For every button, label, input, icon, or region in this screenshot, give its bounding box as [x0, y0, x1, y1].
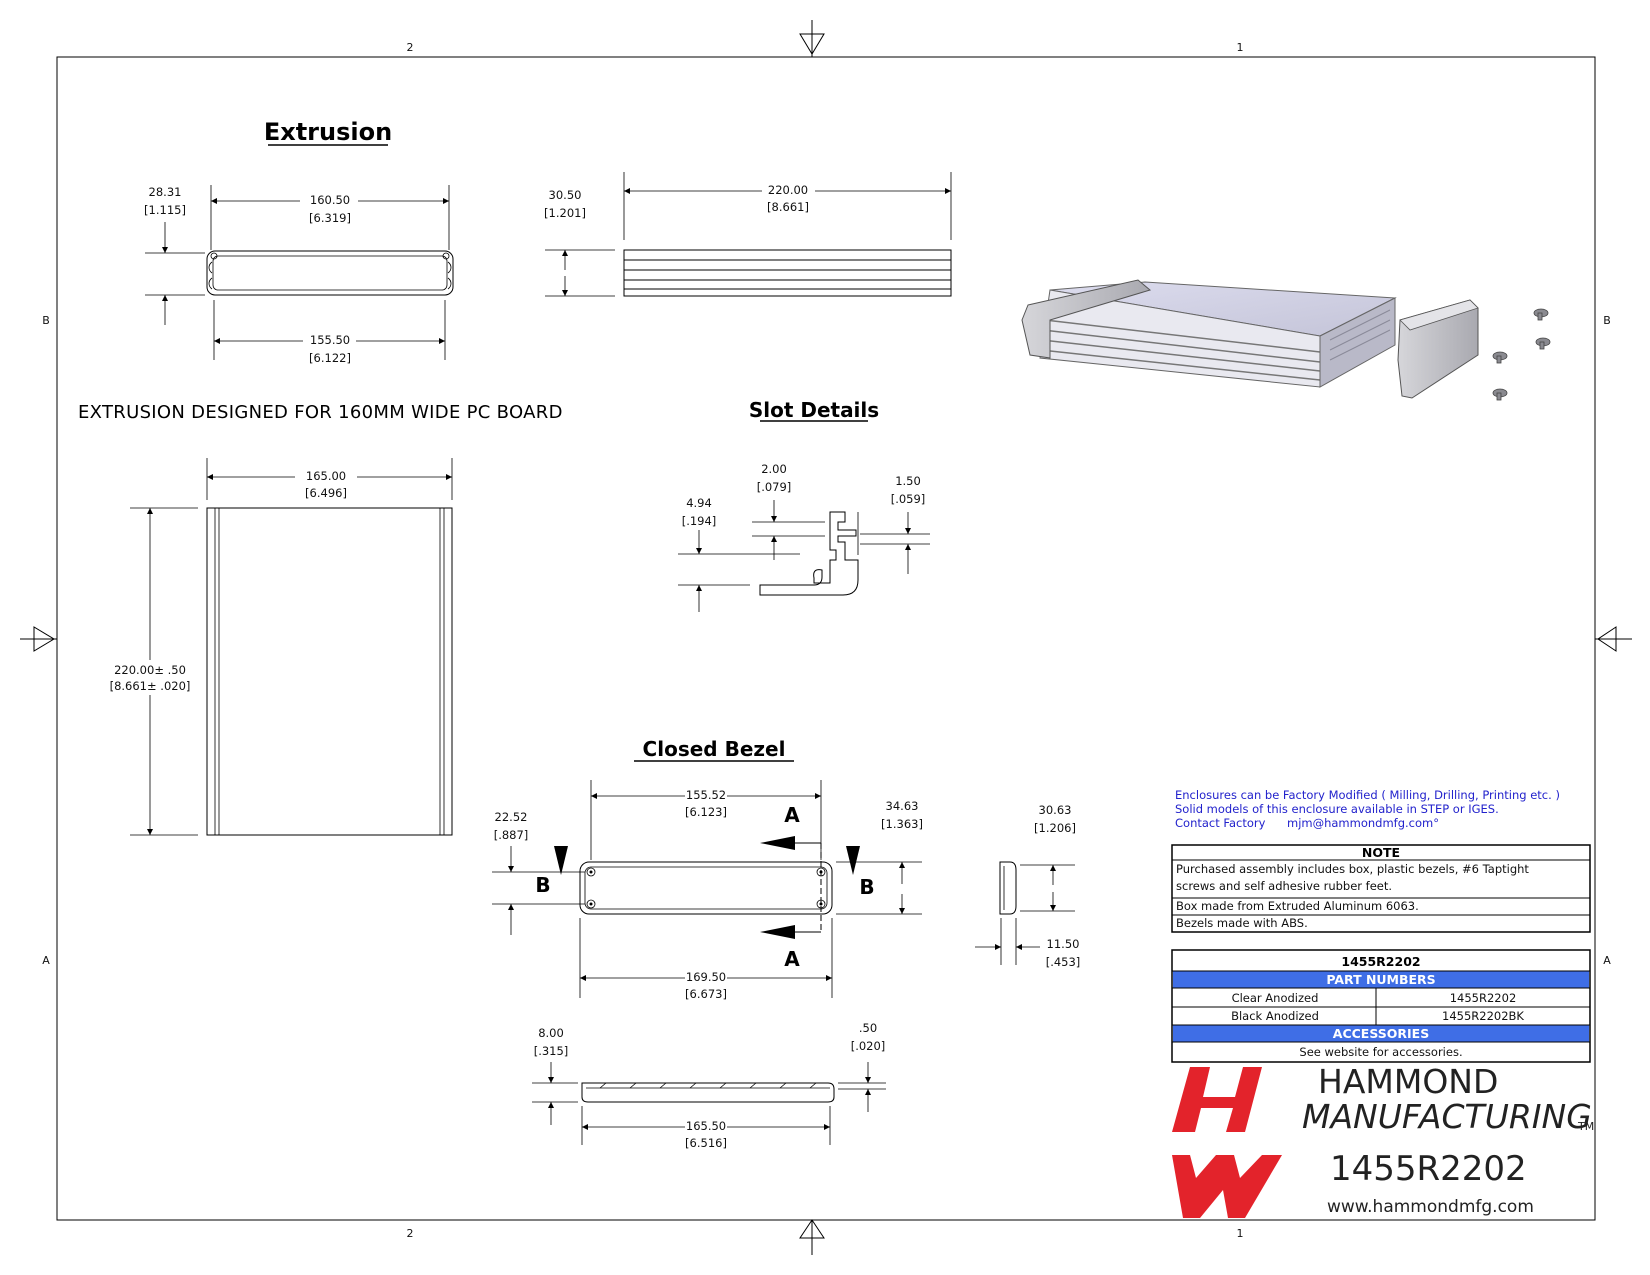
dim-side-height-in: [1.201]: [544, 206, 586, 220]
parts-table-title: 1455R2202: [1341, 954, 1420, 969]
dim-extrusion-inner-mm: 155.50: [310, 333, 350, 347]
brand-trademark: TM: [1577, 1120, 1594, 1133]
bezel-edge-view: [532, 1062, 886, 1145]
dim-slot-2-in: [.194]: [682, 514, 717, 528]
accessories-header-bg: [1173, 1025, 1589, 1042]
dim-bezel-left-height-in: [.887]: [494, 828, 529, 842]
dim-slot-3-in: [.059]: [891, 492, 926, 506]
dim-edge-width-mm: 165.50: [686, 1119, 726, 1133]
grid-left-b: B: [42, 314, 50, 327]
dim-bezel-right-height-in: [1.363]: [881, 817, 923, 831]
dim-edge-height-mm: 8.00: [538, 1026, 564, 1040]
brand-name-hammond: HAMMOND: [1318, 1062, 1498, 1101]
dim-bezel-bottom-width-in: [6.673]: [685, 987, 727, 1001]
extrusion-caption: EXTRUSION DESIGNED FOR 160MM WIDE PC BOA…: [78, 402, 563, 423]
extrusion-title: Extrusion: [264, 118, 392, 146]
note-row-bezels: Bezels made with ABS.: [1176, 916, 1308, 930]
brand-website[interactable]: www.hammondmfg.com: [1327, 1197, 1534, 1217]
accessories-header: ACCESSORIES: [1333, 1026, 1429, 1041]
accessories-text: See website for accessories.: [1299, 1045, 1462, 1059]
slot-details-title: Slot Details: [749, 398, 879, 422]
note-table: [1171, 844, 1591, 933]
dim-top-width-in: [6.496]: [305, 486, 347, 500]
dim-slot-1-in: [.079]: [757, 480, 792, 494]
dim-top-width-mm: 165.00: [306, 469, 346, 483]
info-solid-models: Solid models of this enclosure available…: [1175, 802, 1499, 816]
dim-bezel-thickness-in: [.453]: [1046, 955, 1081, 969]
table-row: Black Anodized 1455R2202BK: [1231, 1009, 1524, 1023]
part-number-clear: 1455R2202: [1450, 991, 1517, 1005]
note-header: NOTE: [1362, 845, 1400, 860]
section-label-b-left: B: [535, 873, 550, 897]
dim-top-length-in: [8.661± .020]: [110, 679, 191, 693]
dim-bezel-left-height-mm: 22.52: [495, 810, 528, 824]
dim-bezel-thickness-mm: 11.50: [1047, 937, 1080, 951]
dim-edge-thickness-mm: .50: [859, 1021, 877, 1035]
hammond-logo-icon: [1172, 1067, 1282, 1218]
grid-right-b: B: [1603, 314, 1611, 327]
grid-top-2: 2: [407, 41, 414, 54]
dim-extrusion-height-in: [1.115]: [144, 203, 186, 217]
dim-bezel-side-height-mm: 30.63: [1039, 803, 1072, 817]
parts-table: [1171, 949, 1591, 1063]
dim-edge-width-in: [6.516]: [685, 1136, 727, 1150]
dim-bezel-side-height-in: [1.206]: [1034, 821, 1076, 835]
dim-slot-1-mm: 2.00: [761, 462, 787, 476]
note-row-assembly-line2: screws and self adhesive rubber feet.: [1176, 879, 1392, 893]
dim-edge-height-in: [.315]: [534, 1044, 569, 1058]
part-numbers-header: PART NUMBERS: [1326, 972, 1435, 987]
bezel-side-view: [975, 861, 1075, 965]
dim-side-length-in: [8.661]: [767, 200, 809, 214]
grid-right-a: A: [1603, 954, 1611, 967]
dim-extrusion-inner-in: [6.122]: [309, 351, 351, 365]
dim-bezel-top-width-in: [6.123]: [685, 805, 727, 819]
brand-part-number: 1455R2202: [1330, 1149, 1527, 1189]
part-number-black: 1455R2202BK: [1442, 1009, 1524, 1023]
dim-extrusion-width-mm: 160.50: [310, 193, 350, 207]
part-numbers-header-bg: [1173, 971, 1589, 988]
grid-bottom-1: 1: [1237, 1227, 1244, 1240]
extrusion-end-profile: [145, 185, 454, 360]
note-row-material: Box made from Extruded Aluminum 6063.: [1176, 899, 1419, 913]
note-row-assembly-line1: Purchased assembly includes box, plastic…: [1176, 862, 1529, 876]
grid-top-1: 1: [1237, 41, 1244, 54]
section-label-a-top: A: [784, 803, 800, 827]
sheet-border: [20, 20, 1632, 1255]
extrusion-side-profile: [545, 172, 952, 297]
info-contact-label: Contact Factory: [1175, 816, 1266, 830]
info-factory-modified: Enclosures can be Factory Modified ( Mil…: [1175, 788, 1560, 802]
table-row: Clear Anodized 1455R2202: [1232, 991, 1517, 1005]
part-finish-black: Black Anodized: [1231, 1009, 1319, 1023]
dim-side-height-mm: 30.50: [549, 188, 582, 202]
part-finish-clear: Clear Anodized: [1232, 991, 1319, 1005]
dim-slot-2-mm: 4.94: [686, 496, 712, 510]
dim-side-length-mm: 220.00: [768, 183, 808, 197]
section-label-b-right: B: [859, 875, 874, 899]
section-label-a-bottom: A: [784, 947, 800, 971]
enclosure-3d-illustration: [1021, 279, 1551, 401]
grid-bottom-2: 2: [407, 1227, 414, 1240]
slot-profile: [678, 500, 930, 612]
bezel-front-view: [492, 780, 922, 998]
dim-top-length-mm: 220.00± .50: [114, 663, 186, 677]
grid-left-a: A: [42, 954, 50, 967]
dim-extrusion-width-in: [6.319]: [309, 211, 351, 225]
dim-bezel-bottom-width-mm: 169.50: [686, 970, 726, 984]
dim-slot-3-mm: 1.50: [895, 474, 921, 488]
extrusion-top-view: [130, 458, 453, 836]
brand-name-manufacturing: MANUFACTURING: [1302, 1097, 1592, 1136]
dim-extrusion-height-mm: 28.31: [149, 185, 182, 199]
dim-edge-thickness-in: [.020]: [851, 1039, 886, 1053]
info-contact-email[interactable]: mjm@hammondmfg.com°: [1287, 816, 1439, 830]
closed-bezel-title: Closed Bezel: [643, 737, 786, 761]
dim-bezel-top-width-mm: 155.52: [686, 788, 726, 802]
dim-bezel-right-height-mm: 34.63: [886, 799, 919, 813]
